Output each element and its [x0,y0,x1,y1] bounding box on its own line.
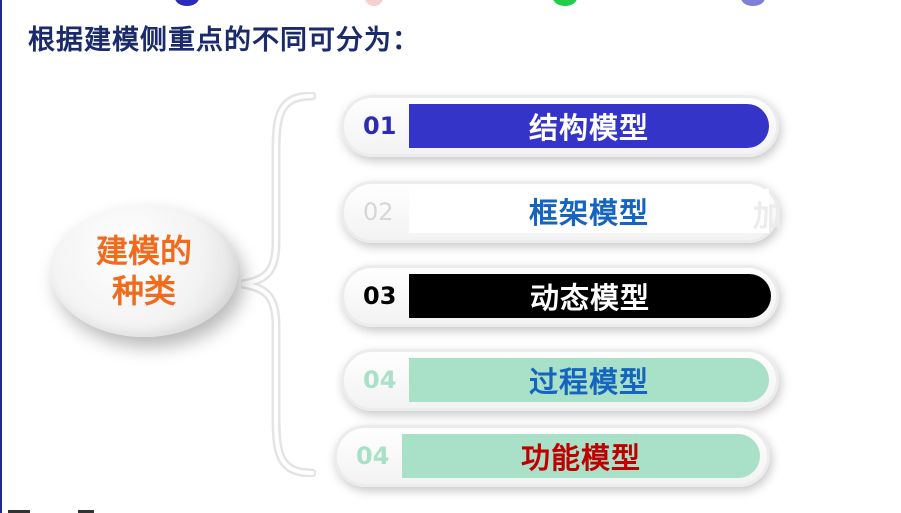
hub-line-1: 建模的 [95,232,192,270]
top-dot-green [553,0,577,6]
item-dynamic-model[interactable]: 03 动态模型 [341,265,779,327]
top-dot-red [365,0,383,6]
item-label-bar: 动态模型 [409,274,771,318]
item-label: 框架模型 [528,196,649,230]
item-number: 04 [356,442,390,470]
bottom-mark-left [8,510,30,513]
item-label: 过程模型 [528,365,649,399]
item-label: 结构模型 [528,111,649,145]
item-framework-model[interactable]: 02 框架模型 加 [341,181,783,243]
item-label-bar: 结构模型 [409,104,769,148]
item-label-bar: 功能模型 [402,434,760,478]
item-number: 04 [363,366,397,394]
item-structural-model[interactable]: 01 结构模型 [341,95,779,157]
item-label-bar: 过程模型 [409,358,769,402]
item-number: 03 [363,282,397,310]
item-process-model[interactable]: 04 过程模型 [341,349,779,411]
item-number: 02 [363,198,394,226]
hub-line-2: 种类 [111,272,176,310]
item-functional-model[interactable]: 04 功能模型 [334,425,770,487]
modeling-types-hub: 建模的 种类 [50,205,238,337]
bottom-mark-right [78,510,94,513]
top-dot-purple [741,0,765,6]
left-rule [0,0,2,513]
curly-brace [241,92,316,477]
page-heading: 根据建模侧重点的不同可分为： [28,25,420,56]
item-label: 功能模型 [520,441,641,475]
overflow-fragment: 加 [753,199,783,233]
top-dot-blue [175,0,199,6]
item-number: 01 [363,112,397,140]
item-label: 动态模型 [529,281,650,315]
item-label-bar: 框架模型 [409,189,769,233]
